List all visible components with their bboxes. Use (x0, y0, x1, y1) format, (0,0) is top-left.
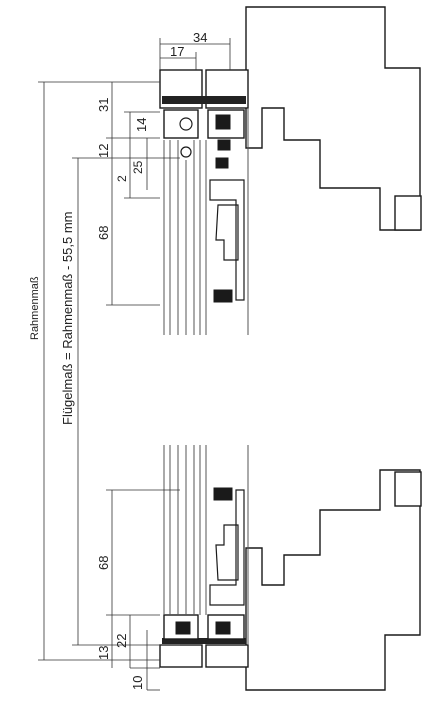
wall-top (245, 6, 422, 231)
dim-68-top: 68 (96, 226, 111, 240)
dim-25: 25 (131, 160, 145, 174)
dimension-lines (38, 38, 231, 691)
glazing-lines-bottom (163, 445, 249, 645)
wall-bottom (245, 469, 422, 691)
dim-68-bottom: 68 (96, 556, 111, 570)
dim-22: 22 (114, 634, 129, 648)
dim-13: 13 (96, 646, 111, 660)
frame-profile-bottom (159, 487, 249, 668)
dim-12: 12 (96, 144, 111, 158)
dim-10: 10 (130, 676, 145, 690)
frame-profile-top (159, 69, 249, 303)
dim-2: 2 (115, 175, 129, 182)
dim-31: 31 (96, 98, 111, 112)
label-frame-dimension: Rahmenmaß (29, 276, 41, 340)
dim-14: 14 (134, 118, 149, 132)
dim-17: 17 (170, 44, 184, 59)
dim-34: 34 (193, 30, 207, 45)
label-sash-formula: Flügelmaß = Rahmenmaß - 55,5 mm (60, 212, 75, 425)
glazing-lines-top (163, 108, 249, 335)
